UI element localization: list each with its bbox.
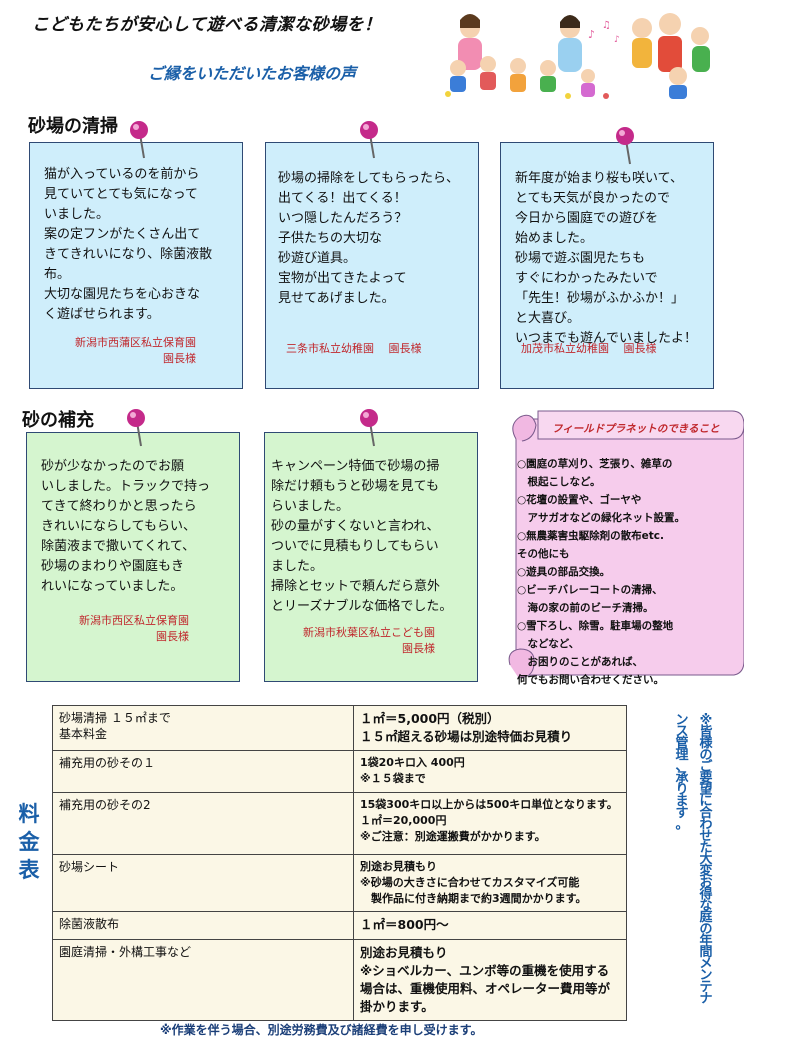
push-pin-icon [360, 121, 378, 159]
price-item: 園庭清掃・外構工事など [52, 939, 354, 1021]
pricing-table: 砂場清掃 １５㎡まで 基本料金 １㎡＝5,000円（税別） １５㎡超える砂場は別… [52, 705, 627, 1021]
svg-text:♫: ♫ [602, 20, 611, 31]
price-value: １㎡＝5,000円（税別） １５㎡超える砂場は別途特価お見積り [353, 705, 627, 751]
teacher-figure-middle [558, 15, 582, 72]
subtitle: ご縁をいただいたお客様の声 [148, 64, 357, 83]
table-row: 砂場清掃 １５㎡まで 基本料金 １㎡＝5,000円（税別） １５㎡超える砂場は別… [52, 705, 627, 751]
side-note-char: の [699, 748, 712, 763]
testimonial-note: キャンペーン特価で砂場の掃 除だけ頼もうと砂場を見ても らいました。 砂の量がす… [264, 432, 478, 682]
section-title-cleaning: 砂場の清掃 [28, 116, 118, 137]
testimonial-signature: 三条市私立幼稚園 園長様 [286, 342, 422, 355]
children-row [450, 56, 687, 99]
table-row: 補充用の砂その2 15袋300キロ以上からは500キロ単位となります。 １㎡＝2… [52, 792, 627, 855]
push-pin-icon [127, 409, 145, 447]
music-notes-icon: ♪♫♪ [588, 20, 620, 45]
side-note-char: ま [675, 794, 688, 809]
svg-text:♪: ♪ [614, 35, 620, 45]
side-note-char: た [699, 841, 712, 856]
section-title-refill: 砂の補充 [22, 410, 94, 431]
testimonial-signature: 新潟市秋葉区私立こども園 園長様 [303, 626, 435, 655]
side-note-char: す [675, 806, 688, 821]
pricing-label-char: 料 [18, 802, 40, 826]
testimonial-note: 新年度が始まり桜も咲いて、 とても天気が良かったので 今日から園庭での遊びを 始… [500, 142, 714, 389]
side-note-char: お [699, 875, 712, 890]
side-note-char: 。 [675, 817, 688, 832]
testimonial-text: 新年度が始まり桜も咲いて、 とても天気が良かったので 今日から園庭での遊びを 始… [515, 171, 698, 346]
side-note-char: 合 [699, 805, 713, 821]
side-note-char: ナ [699, 991, 712, 1006]
price-value: 15袋300キロ以上からは500キロ単位となります。 １㎡＝20,000円 ※ご… [353, 792, 627, 855]
side-note-char: 間 [699, 945, 712, 960]
testimonial-note: 砂が少なかったのでお願 いしました。トラックで持っ てきて終わりかと思ったら き… [26, 432, 240, 682]
side-note-char: り [675, 783, 688, 798]
testimonial-text: 砂が少なかったのでお願 いしました。トラックで持っ てきて終わりかと思ったら き… [41, 459, 211, 594]
push-pin-icon [130, 121, 148, 159]
push-pin-icon [360, 409, 378, 447]
price-value: １㎡＝800円～ [353, 911, 627, 940]
testimonial-signature: 新潟市西蒲区私立保育園 園長様 [75, 336, 196, 365]
price-value: 1袋20キロ入 400円 ※１５袋まで [353, 750, 627, 793]
price-item: 補充用の砂その１ [52, 750, 354, 793]
side-note-char: 理 [675, 748, 688, 763]
price-item: 砂場清掃 １５㎡まで 基本料金 [52, 705, 354, 751]
testimonial-note: 砂場の掃除をしてもらったら、 出てくる！出てくる！ いつ隠したんだろう？ 子供た… [265, 142, 479, 389]
table-row: 砂場シート 別途お見積もり ※砂場の大きさに合わせてカスタマイズ可能 製作品に付… [52, 854, 627, 912]
side-note-char: ご [699, 758, 713, 774]
side-note-char: ス [675, 725, 688, 740]
services-list: ○園庭の草刈り、芝張り、雑草の 根起こしなど。 ○花壇の設置や、ゴーヤや アサガ… [517, 458, 685, 686]
price-value: 別途お見積もり ※砂場の大きさに合わせてカスタマイズ可能 製作品に付き納期まで約… [353, 854, 627, 912]
side-note-char: ン [699, 968, 712, 983]
family-figures [632, 13, 710, 72]
svg-text:♪: ♪ [588, 28, 595, 41]
side-note-char: の [699, 922, 712, 937]
price-item: 除菌液散布 [52, 911, 354, 940]
side-note-char: に [699, 794, 712, 809]
side-note-char: 年 [699, 932, 712, 948]
side-note-char: わ [699, 817, 712, 832]
services-scroll-banner [508, 410, 744, 678]
table-row: 補充用の砂その１ 1袋20キロ入 400円 ※１５袋まで [52, 750, 627, 793]
side-note-char: 庭 [699, 909, 713, 925]
side-note-char: 、 [675, 759, 688, 774]
headline: こどもたちが安心して遊べる清潔な砂場を！ [32, 15, 382, 35]
side-note-char: 変 [699, 863, 712, 879]
kids-illustration: ♪♫♪ [445, 13, 710, 99]
push-pin-icon [616, 127, 634, 165]
side-note-char: 皆 [699, 724, 712, 740]
side-note-char: せ [699, 829, 712, 844]
table-row: 園庭清掃・外構工事など 別途お見積もり ※ショベルカー、ユンボ等の重機を使用する… [52, 939, 627, 1021]
side-note-char: 大 [699, 851, 712, 867]
side-note-char: 様 [699, 735, 713, 751]
side-note-char: 承 [675, 771, 688, 786]
price-item: 補充用の砂その2 [52, 792, 354, 855]
side-note-char: 管 [675, 735, 688, 751]
testimonial-text: キャンペーン特価で砂場の掃 除だけ頼もうと砂場を見ても らいました。 砂の量がす… [271, 459, 453, 614]
side-note-char: 要 [699, 771, 712, 786]
side-note-char: ※ [700, 713, 713, 728]
side-note-char: メ [699, 957, 712, 972]
side-note-char: 望 [699, 782, 712, 798]
pricing-label-char: 表 [18, 858, 40, 882]
side-note-char: 得 [698, 886, 712, 902]
testimonial-signature: 新潟市西区私立保育園 園長様 [79, 614, 189, 643]
teacher-figure-left [458, 14, 482, 70]
pricing-label: 料金表 [14, 800, 44, 884]
services-title: フィールドプラネットのできること [552, 423, 720, 435]
testimonial-note: 猫が入っているのを前から 見ていてとても気になって いました。 案の定フンがたく… [29, 142, 243, 389]
price-item: 砂場シート [52, 854, 354, 912]
flowers-icon [445, 91, 609, 99]
testimonial-signature: 加茂市私立幼稚園 園長様 [521, 342, 657, 355]
pricing-label-char: 金 [18, 830, 40, 854]
testimonial-text: 砂場の掃除をしてもらったら、 出てくる！出てくる！ いつ隠したんだろう？ 子供た… [278, 171, 459, 306]
side-note-char: な [699, 899, 712, 914]
side-note-char: テ [699, 980, 712, 995]
testimonial-text: 猫が入っているのを前から 見ていてとても気になって いました。 案の定フンがたく… [44, 167, 213, 322]
price-value: 別途お見積もり ※ショベルカー、ユンボ等の重機を使用する場合は、重機使用料、オペ… [353, 939, 627, 1021]
pricing-footnote: ※作業を伴う場合、別途労務費及び諸経費を申し受けます。 [160, 1023, 483, 1037]
side-note-char: ン [675, 713, 688, 728]
table-row: 除菌液散布 １㎡＝800円～ [52, 911, 627, 940]
